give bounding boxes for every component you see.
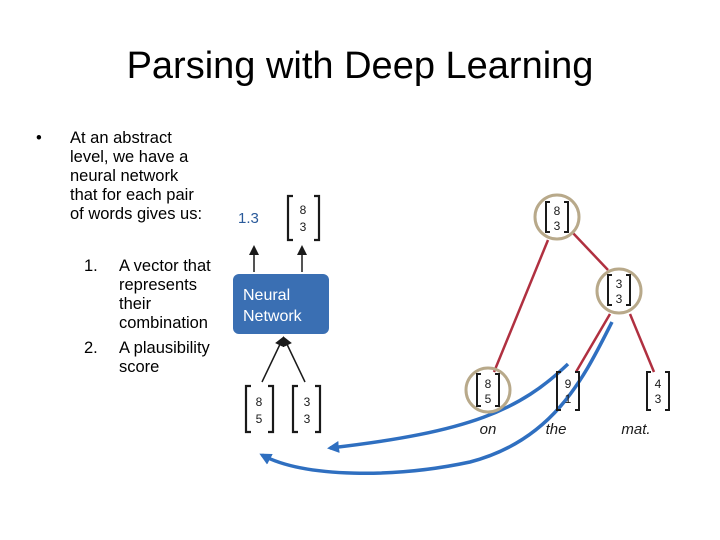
word-label: on bbox=[480, 421, 497, 438]
vector-value: 9 bbox=[565, 377, 572, 391]
bullet-line: At an abstract bbox=[70, 129, 172, 147]
bullet-line: neural network bbox=[70, 167, 179, 185]
vector-value: 1 bbox=[565, 392, 572, 406]
item-line: A plausibility bbox=[119, 339, 210, 357]
vector-value: 5 bbox=[485, 392, 492, 406]
arrow-from-right-input bbox=[282, 336, 306, 383]
word-label: the bbox=[546, 421, 567, 438]
tree-vector-root: 8 3 bbox=[545, 201, 569, 233]
vector-value: 3 bbox=[616, 292, 623, 306]
item-line: combination bbox=[119, 314, 208, 332]
tree-vector-mid: 3 3 bbox=[607, 274, 631, 306]
edge-mid-leaf3 bbox=[628, 313, 656, 373]
neural-network-box bbox=[233, 274, 329, 334]
curved-arrow-lower bbox=[259, 321, 614, 475]
item-number: 1. bbox=[84, 257, 98, 275]
edge-root-mid bbox=[571, 231, 609, 271]
item-line: score bbox=[119, 358, 160, 376]
tree-vector-leaf2: 9 1 bbox=[556, 371, 580, 411]
network-output-vector: 8 3 bbox=[286, 194, 321, 242]
curved-arrow-upper bbox=[327, 362, 570, 453]
edge-mid-leaf2 bbox=[574, 313, 612, 373]
item-line: represents bbox=[119, 276, 197, 294]
mid-circle bbox=[595, 267, 643, 315]
arrow-from-left-input bbox=[261, 336, 285, 383]
vector-value: 3 bbox=[554, 219, 561, 233]
plausibility-score: 1.3 bbox=[238, 210, 259, 227]
vector-value: 8 bbox=[300, 203, 307, 217]
tree-edges bbox=[492, 231, 656, 373]
neural-network-label-line2: Network bbox=[243, 308, 303, 325]
vector-value: 8 bbox=[256, 395, 263, 409]
slide-title: Parsing with Deep Learning bbox=[126, 45, 594, 87]
bullet-text: At an abstract level, we have a neural n… bbox=[70, 129, 240, 224]
tree-vector-leaf1: 8 5 bbox=[476, 373, 500, 407]
bullet-line: level, we have a bbox=[70, 148, 189, 166]
item-line: their bbox=[119, 295, 152, 313]
leaf1-circle bbox=[464, 366, 512, 414]
item-number: 2. bbox=[84, 339, 98, 357]
vector-value: 3 bbox=[300, 220, 307, 234]
vector-value: 5 bbox=[256, 412, 263, 426]
vector-value: 3 bbox=[655, 392, 662, 406]
vector-value: 4 bbox=[655, 377, 662, 391]
vector-value: 3 bbox=[616, 277, 623, 291]
neural-network-label-line1: Neural bbox=[243, 287, 290, 304]
vector-value: 3 bbox=[304, 395, 311, 409]
vector-value: 8 bbox=[554, 204, 561, 218]
bullet-marker: • bbox=[36, 129, 42, 147]
item-line: A vector that bbox=[119, 257, 211, 275]
vector-value: 8 bbox=[485, 377, 492, 391]
blue-arrows bbox=[259, 321, 614, 475]
bullet-line: of words gives us: bbox=[70, 205, 203, 223]
network-input-left: 8 5 bbox=[244, 384, 275, 434]
bullet-line: that for each pair bbox=[70, 186, 194, 204]
edge-root-leaf1 bbox=[492, 239, 550, 373]
node-circles bbox=[464, 193, 643, 414]
root-circle bbox=[533, 193, 581, 241]
item-text: A plausibility score bbox=[119, 339, 239, 377]
network-input-right: 3 3 bbox=[291, 384, 322, 434]
vector-value: 3 bbox=[304, 412, 311, 426]
tree-vector-leaf3: 4 3 bbox=[646, 371, 670, 411]
network-arrows bbox=[249, 245, 307, 383]
item-text: A vector that represents their combinati… bbox=[119, 257, 239, 333]
word-label: mat. bbox=[621, 421, 650, 438]
